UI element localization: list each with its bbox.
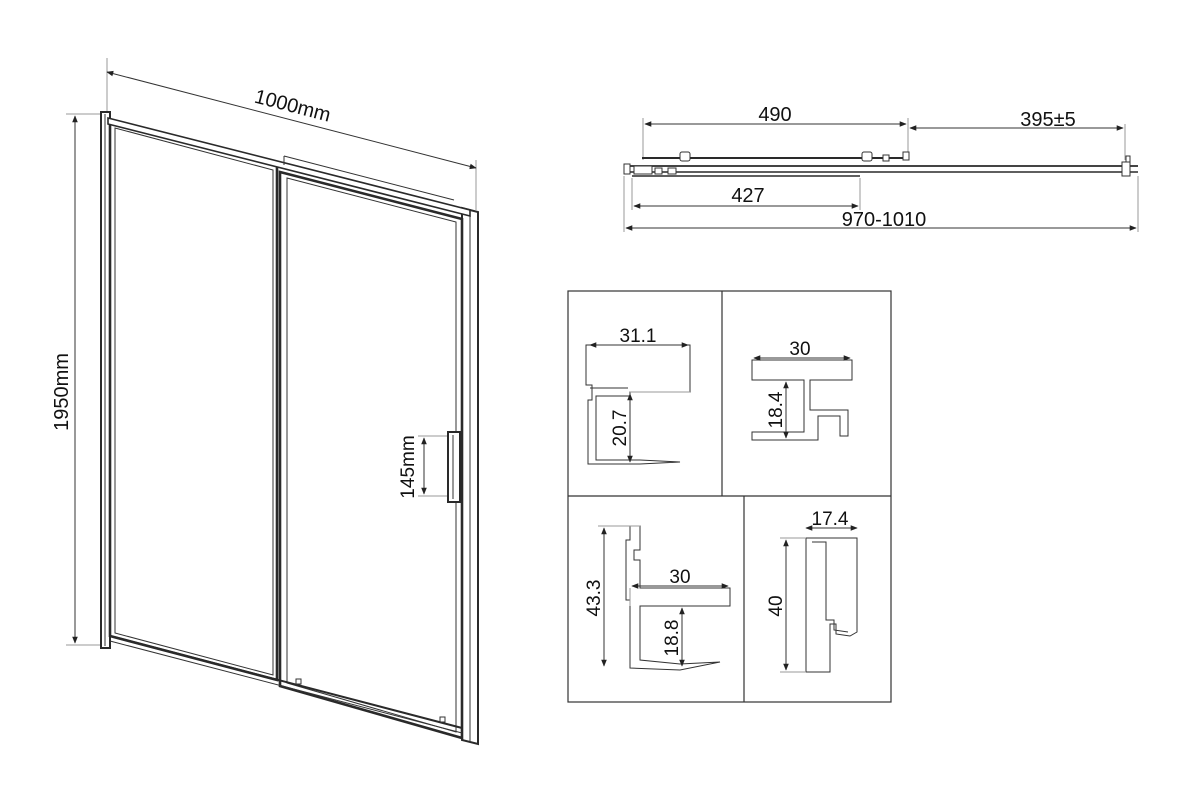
profile-3-height-inner: 18.8 <box>662 620 683 657</box>
profile-4: 17.4 40 <box>766 509 858 673</box>
profile-2-width: 30 <box>789 339 810 360</box>
handle-label: 145mm <box>398 435 419 498</box>
dim-395-label: 395±5 <box>1020 109 1075 131</box>
dim-total-label: 970-1010 <box>842 209 927 231</box>
wall-profile-left <box>100 111 111 649</box>
dim-427: 427 <box>631 178 861 210</box>
sliding-door <box>278 170 464 740</box>
door-handle <box>447 431 461 503</box>
profile-2-height: 18.4 <box>766 391 787 428</box>
profile-4-width: 17.4 <box>812 509 849 530</box>
handle-dimension: 145mm <box>398 435 447 499</box>
profile-3: 43.3 30 18.8 <box>584 525 731 671</box>
dim-490: 490 <box>642 104 909 160</box>
height-label: 1950mm <box>51 353 73 431</box>
front-view: 1000mm 1950mm <box>51 58 479 746</box>
plan-profile <box>623 151 1138 177</box>
profile-4-height: 40 <box>766 595 787 616</box>
dim-395: 395±5 <box>909 109 1126 160</box>
profile-1-height: 20.7 <box>610 410 631 447</box>
top-view: 490 395±5 <box>623 104 1139 232</box>
dim-427-label: 427 <box>731 185 764 207</box>
dim-total: 970-1010 <box>623 176 1139 232</box>
profile-2: 30 18.4 <box>751 339 853 441</box>
wall-profile-right <box>461 206 479 746</box>
profile-sections: 31.1 20.7 30 18.4 43.3 30 18.8 <box>567 290 892 703</box>
profile-3-height-outer: 43.3 <box>584 580 605 617</box>
bottom-rail <box>109 635 463 734</box>
profile-3-width: 30 <box>669 567 690 588</box>
top-rail <box>107 116 471 218</box>
profile-1-width: 31.1 <box>620 326 657 347</box>
dim-490-label: 490 <box>758 104 791 126</box>
fixed-panel <box>108 120 279 682</box>
profile-1: 31.1 20.7 <box>585 326 691 465</box>
height-dimension: 1950mm <box>51 113 104 646</box>
